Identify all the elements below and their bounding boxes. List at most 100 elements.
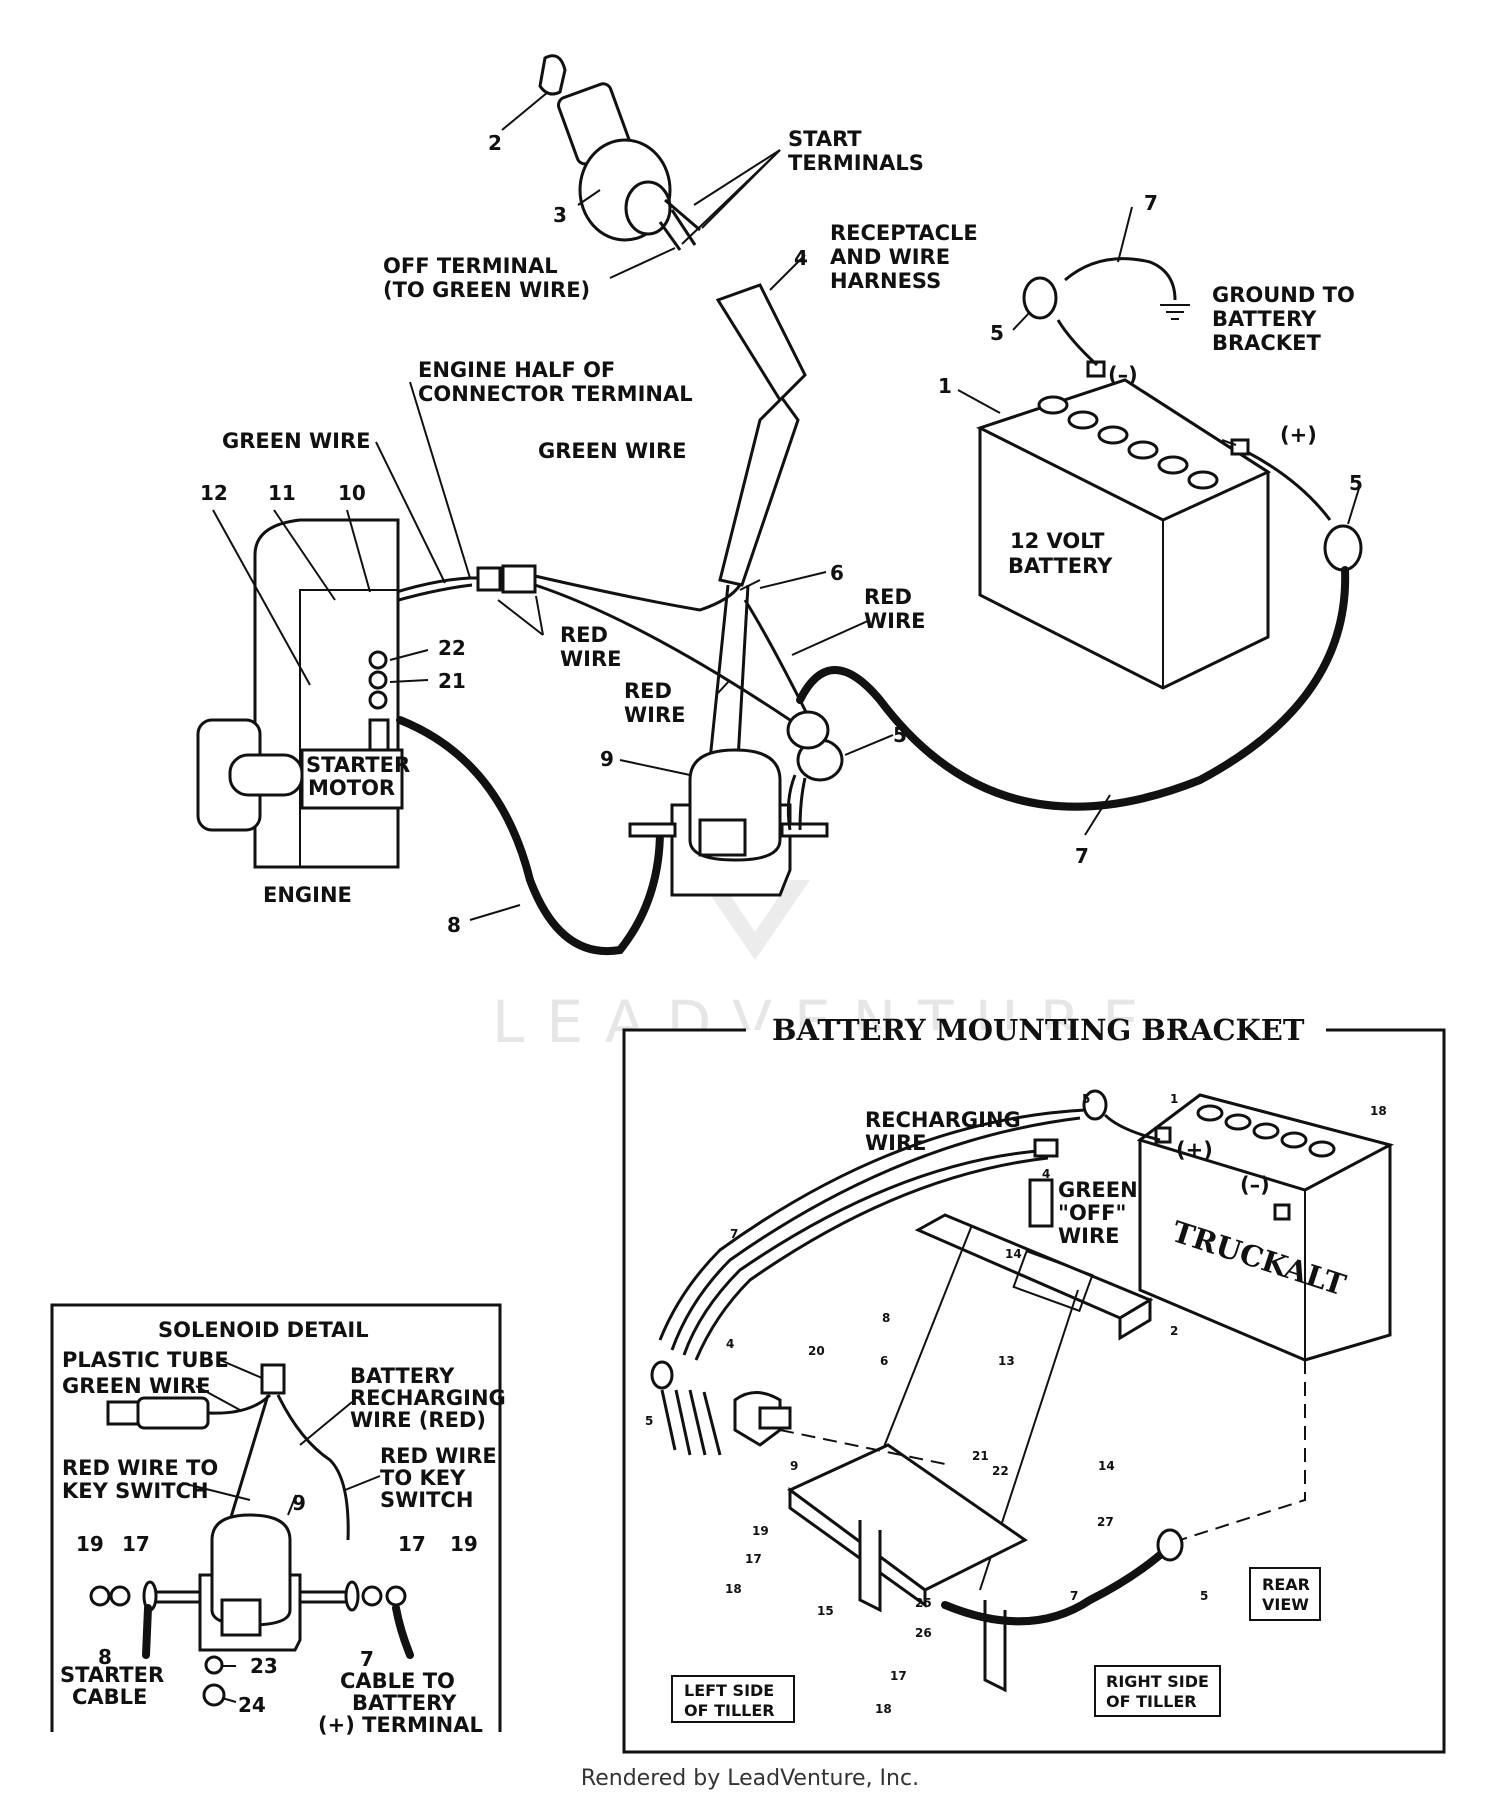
solenoid-top [628,710,844,897]
bracket-callout-18: 18 [1370,1104,1387,1118]
green-off-label-1: GREEN [1058,1178,1138,1202]
red-wire-a-label-1: RED [560,623,608,647]
solenoid-callout-19: 19 [450,1532,478,1556]
bracket-callout-18: 18 [875,1702,892,1716]
battery-recharging-label-1: BATTERY [350,1364,455,1388]
bracket-callout-25: 25 [915,1596,932,1610]
bracket-callout-8: 8 [882,1311,890,1325]
starter-cable-label-2: CABLE [72,1685,147,1709]
recharging-label-1: RECHARGING [865,1108,1021,1132]
start-terminals-label-2: TERMINALS [788,151,924,175]
receptacle-harness [708,283,807,761]
red-to-key-right-label-2: TO KEY [380,1466,466,1490]
bracket-callout-5: 5 [1200,1589,1208,1603]
solenoid-title: SOLENOID DETAIL [158,1318,369,1342]
positive-cable [796,450,1363,811]
cable-to-battery-label-2: BATTERY [352,1691,457,1715]
bracket-title: BATTERY MOUNTING BRACKET [772,1013,1305,1047]
bracket-pos-label: (+) [1176,1138,1213,1162]
solenoid-detail-drawing [89,1363,414,1707]
solenoid-callout-19: 19 [76,1532,104,1556]
bracket-callout-5: 5 [1082,1092,1090,1106]
top-labels: START TERMINALS OFF TERMINAL (TO GREEN W… [222,127,1355,907]
left-side-label-1: LEFT SIDE [684,1681,774,1700]
callout-6: 6 [830,561,844,585]
bracket-callout-4: 4 [726,1337,734,1351]
callout-5: 5 [1349,471,1363,495]
rear-view-label-1: REAR [1262,1575,1310,1594]
bracket-callout-14: 14 [1005,1247,1022,1261]
solenoid-callout-8: 8 [98,1645,112,1669]
receptacle-label-1: RECEPTACLE [830,221,978,245]
bracket-drawing [650,1089,1395,1693]
left-side-box [671,1675,795,1723]
battery-recharging-label-3: WIRE (RED) [350,1408,486,1432]
bracket-callout-7: 7 [730,1227,738,1241]
bracket-callout-21: 21 [972,1449,989,1463]
callout-22: 22 [438,636,466,660]
red-to-key-left-label-2: KEY SWITCH [62,1479,209,1503]
bracket-callout-27: 27 [1097,1515,1114,1529]
starter-motor-label-2: MOTOR [308,776,395,800]
callout-11: 11 [268,481,296,505]
off-terminal-label-2: (TO GREEN WIRE) [383,278,590,302]
solenoid-callout-17: 17 [398,1532,426,1556]
bracket-callout-17: 17 [890,1669,907,1683]
bracket-callout-18: 18 [725,1582,742,1596]
off-terminal-label-1: OFF TERMINAL [383,254,558,278]
engine-half-label-2: CONNECTOR TERMINAL [418,382,693,406]
callout-10: 10 [338,481,366,505]
receptacle-label-2: AND WIRE [830,245,950,269]
engine-label: ENGINE [263,883,352,907]
top-callouts: 2 3 4 7 5 1 5 12 11 10 6 22 21 5 9 7 8 [200,131,1363,937]
red-wire-b-label-1: RED [864,585,912,609]
green-wire-mid-label: GREEN WIRE [538,439,686,463]
bracket-neg-label: (–) [1240,1173,1270,1197]
battery-label-1: 12 VOLT [1010,529,1105,553]
battery-label-2: BATTERY [1008,554,1113,578]
red-wire-b-label-2: WIRE [864,609,926,633]
green-off-label-2: "OFF" [1058,1201,1126,1225]
right-side-label-2: OF TILLER [1106,1692,1197,1711]
left-side-label-2: OF TILLER [684,1701,775,1720]
callout-5: 5 [990,321,1004,345]
callout-12: 12 [200,481,228,505]
engine-half-label-1: ENGINE HALF OF [418,358,615,382]
green-wire-left-label: GREEN WIRE [222,429,370,453]
cable-to-battery-label-1: CABLE TO [340,1669,455,1693]
solenoid-callout-24: 24 [238,1693,266,1717]
ground-label-2: BATTERY [1212,307,1317,331]
bracket-callout-15: 15 [817,1604,834,1618]
bracket-callout-14: 14 [1098,1459,1115,1473]
callout-8: 8 [447,913,461,937]
red-to-key-left-label-1: RED WIRE TO [62,1456,218,1480]
red-wire-a-label-2: WIRE [560,647,622,671]
key-switch [538,54,701,251]
bracket-callout-5: 5 [645,1414,653,1428]
render-credit: Rendered by LeadVenture, Inc. [580,1766,920,1791]
bracket-callout-4: 4 [1042,1167,1050,1181]
battery-recharging-label-2: RECHARGING [350,1386,506,1410]
ground-label-1: GROUND TO [1212,283,1355,307]
recharging-label-2: WIRE [865,1131,927,1155]
red-to-key-right-label-3: SWITCH [380,1488,473,1512]
green-off-label-3: WIRE [1058,1224,1120,1248]
starter-motor-label-1: STARTER [306,753,410,777]
green-wire-label: GREEN WIRE [62,1374,210,1398]
callout-7: 7 [1075,844,1089,868]
callout-3: 3 [553,203,567,227]
bracket-callout-9: 9 [790,1459,798,1473]
red-wire-c-label-1: RED [624,679,672,703]
plastic-tube-label: PLASTIC TUBE [62,1348,229,1372]
red-to-key-right-label-1: RED WIRE [380,1444,497,1468]
ground-cable [1022,257,1190,367]
bracket-callout-20: 20 [808,1344,825,1358]
callout-2: 2 [488,131,502,155]
red-wire-c-label-2: WIRE [624,703,686,727]
solenoid-callout-23: 23 [250,1654,278,1678]
engine [196,518,404,869]
bracket-callout-22: 22 [992,1464,1009,1478]
starter-cable [396,716,664,956]
negative-label: (–) [1108,363,1138,387]
